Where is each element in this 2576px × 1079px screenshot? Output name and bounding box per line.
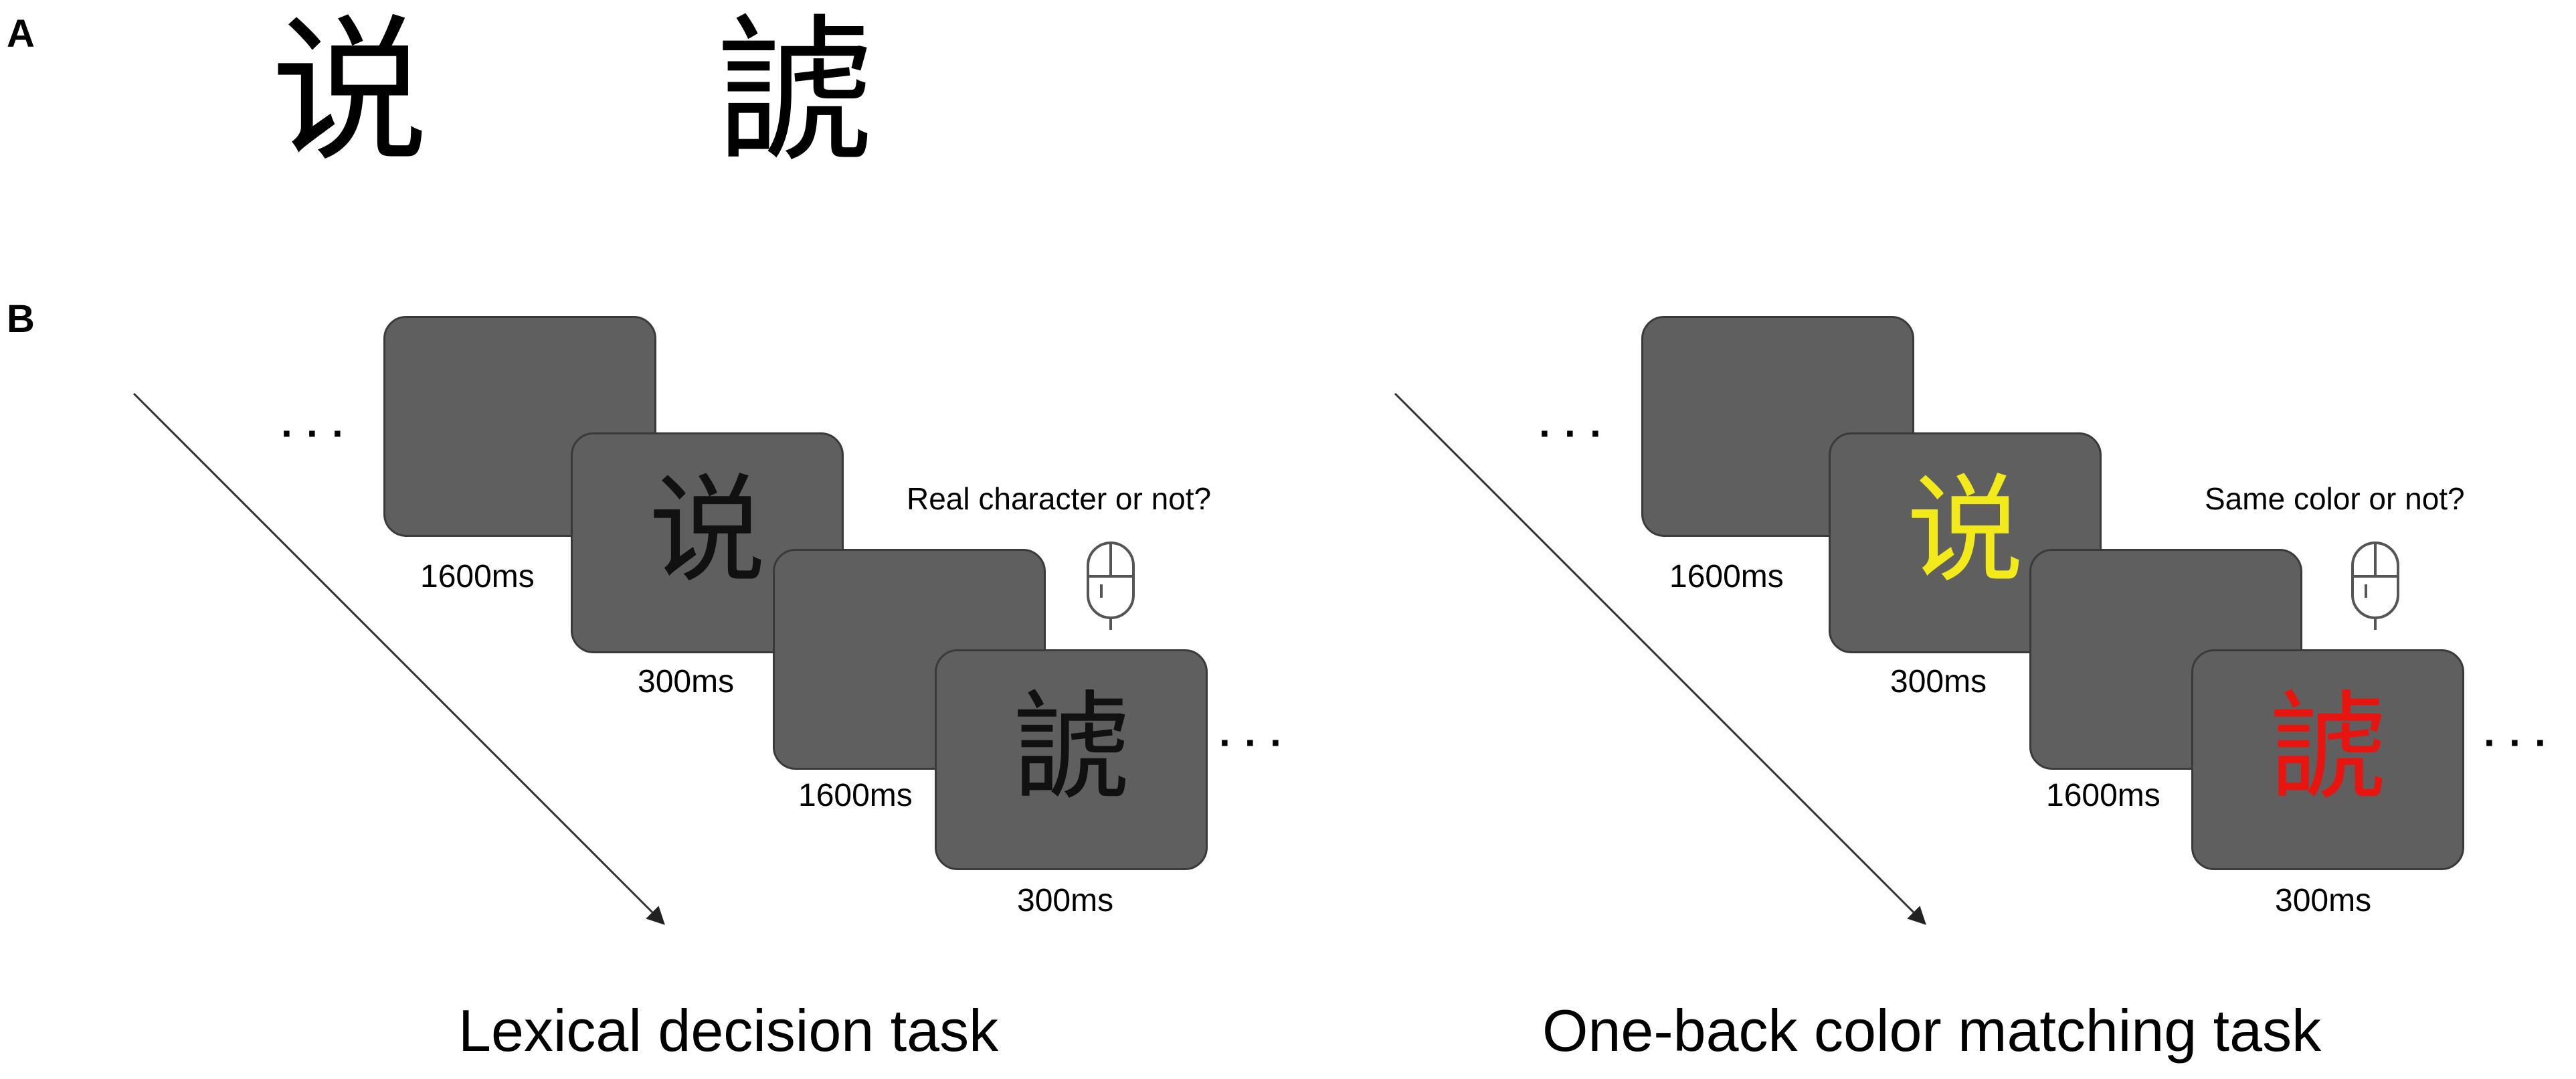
question-text: Real character or not?	[907, 481, 1212, 516]
mouse-icon	[2351, 542, 2399, 630]
stimulus-character-red: 諕	[2269, 680, 2387, 816]
ellipsis-right-end: ···	[2484, 720, 2560, 765]
ellipsis-right-start: ···	[1539, 411, 1615, 456]
panel-a-label: A	[7, 12, 35, 56]
duration-label: 1600ms	[420, 559, 535, 594]
ellipsis-left-end: ···	[1219, 720, 1295, 765]
duration-label: 1600ms	[2046, 778, 2160, 813]
duration-label: 1600ms	[798, 778, 913, 813]
stimulus-character: 諕	[1012, 680, 1130, 816]
mouse-icon	[1087, 542, 1135, 630]
screen-stimulus-2: 諕	[935, 649, 1208, 870]
duration-label: 300ms	[2275, 883, 2372, 918]
time-arrow-left	[132, 392, 665, 925]
screen-stimulus-1: 说	[1829, 432, 2102, 653]
duration-label: 300ms	[638, 664, 735, 699]
time-arrow-right	[1394, 392, 1926, 925]
panel-b-label: B	[7, 297, 35, 341]
task-title-color: One-back color matching task	[1542, 997, 2322, 1064]
stimulus-character: 说	[648, 463, 766, 599]
question-text: Same color or not?	[2205, 481, 2465, 516]
character-pseudo: 諕	[716, 1, 873, 183]
stimulus-character-yellow: 说	[1906, 463, 2024, 599]
task-title-lexical: Lexical decision task	[458, 997, 999, 1064]
character-simplified: 说	[271, 1, 428, 183]
duration-label: 1600ms	[1669, 559, 1784, 594]
duration-label: 300ms	[1890, 664, 1987, 699]
ellipsis-left-start: ···	[281, 411, 357, 456]
screen-stimulus-2: 諕	[2191, 649, 2464, 870]
duration-label: 300ms	[1017, 883, 1114, 918]
